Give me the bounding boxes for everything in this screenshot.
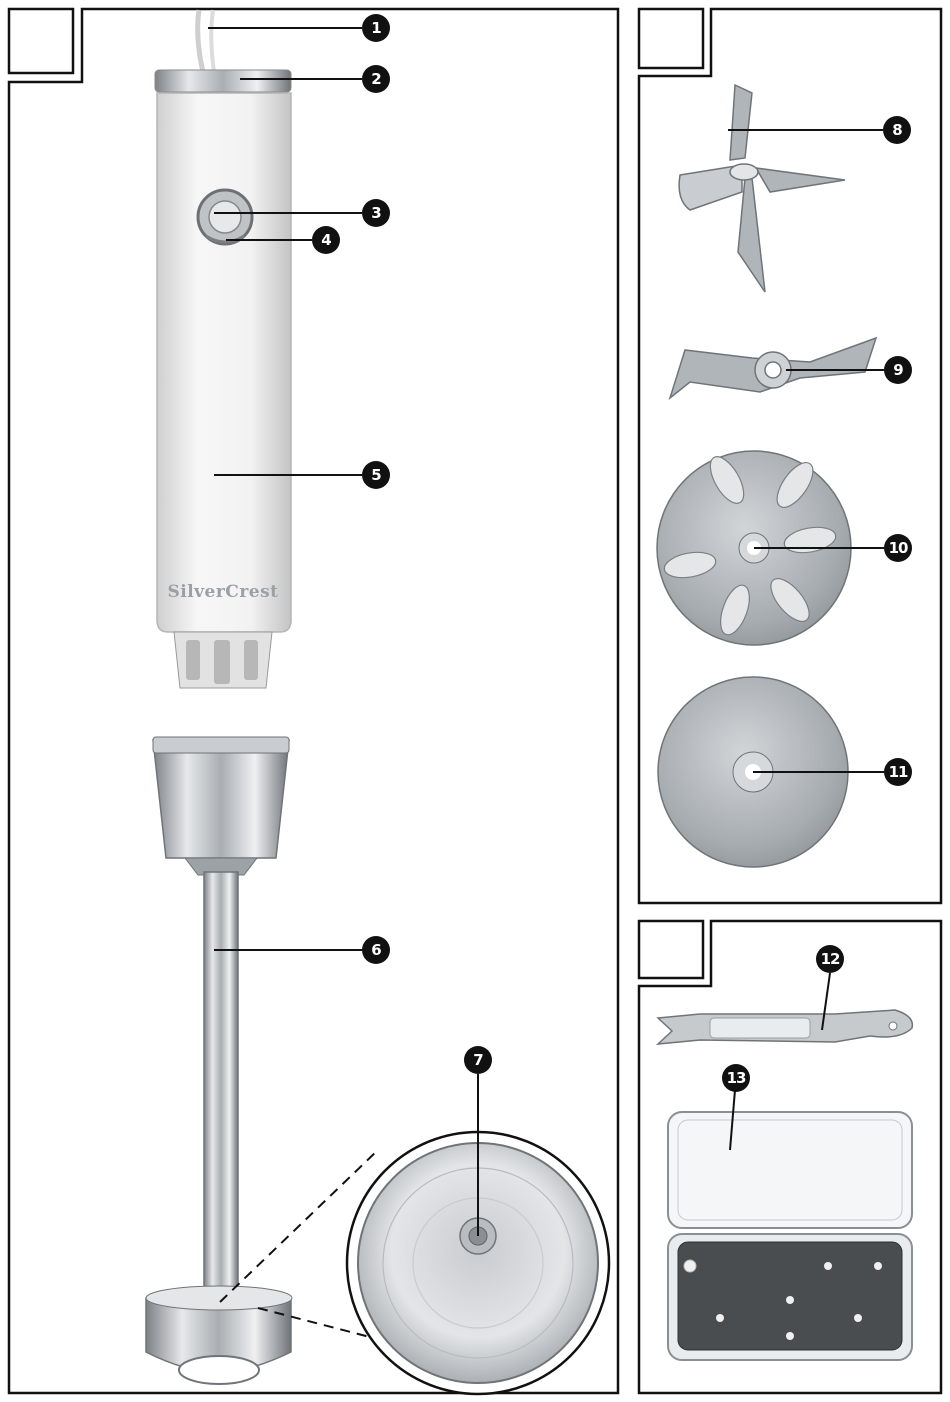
cord [198,10,203,72]
motor-unit-illustration: SilverCrest [155,10,291,688]
speed-dial [155,70,291,92]
cross-blade-illustration [679,85,845,292]
blender-shaft-illustration [146,737,292,1384]
chopping-blade-illustration [670,338,876,398]
storage-box-illustration [668,1112,912,1360]
blade-key-illustration [658,1010,912,1044]
brand-logo: SilverCrest [167,582,278,602]
shaft-foot-opening [179,1356,259,1384]
